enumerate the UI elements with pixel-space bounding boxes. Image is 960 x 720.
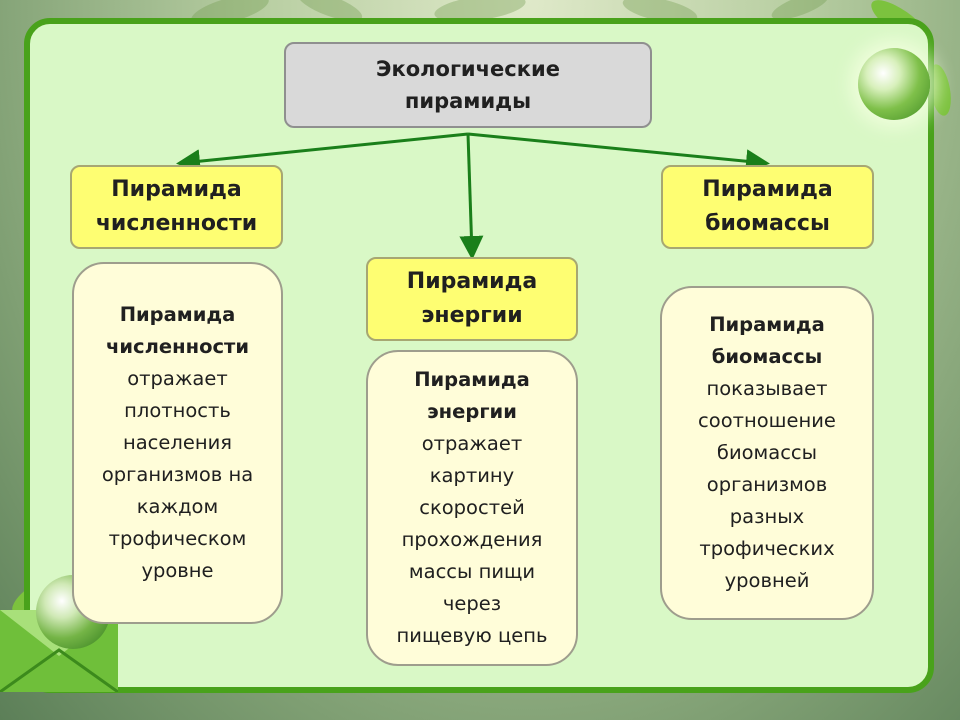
description-line: соотношение: [698, 409, 836, 432]
description-line: каждом: [136, 495, 219, 518]
description-lead: численности: [106, 335, 249, 358]
description-line: отражает: [127, 367, 228, 390]
description-biomass-pyramid: Пирамида биомассы показывает соотношение…: [660, 286, 874, 620]
description-line: уровне: [141, 559, 214, 582]
description-lead: Пирамида: [414, 368, 530, 391]
category-label: Пирамида: [702, 177, 833, 202]
description-line: организмов на: [101, 463, 254, 486]
description-line: населения: [122, 431, 233, 454]
description-lead: энергии: [427, 400, 517, 423]
description-line: скоростей: [419, 496, 525, 519]
description-line: прохождения: [401, 528, 543, 551]
description-line: трофических: [699, 537, 835, 560]
description-line: плотность: [124, 399, 231, 422]
description-line: отражает: [421, 432, 523, 455]
category-label: Пирамида: [406, 269, 538, 294]
description-line: трофическом: [108, 527, 247, 550]
description-energy-pyramid: Пирамида энергии отражает картину скорос…: [366, 350, 578, 666]
category-numbers-pyramid: Пирамида численности: [70, 165, 283, 249]
category-energy-pyramid: Пирамида энергии: [366, 257, 578, 341]
description-line: через: [442, 592, 502, 615]
category-biomass-pyramid: Пирамида биомассы: [661, 165, 874, 249]
category-label: биомассы: [705, 211, 830, 236]
title-line-2: пирамиды: [404, 89, 532, 113]
category-label: энергии: [421, 303, 523, 328]
description-line: показывает: [706, 377, 828, 400]
description-numbers-pyramid: Пирамида численности отражает плотность …: [72, 262, 283, 624]
description-lead: Пирамида: [709, 313, 825, 336]
description-line: биомассы: [716, 441, 818, 464]
diagram-title: Экологические пирамиды: [284, 42, 652, 128]
description-line: разных: [729, 505, 805, 528]
description-line: массы пищи: [408, 560, 536, 583]
description-lead: биомассы: [711, 345, 823, 368]
description-lead: Пирамида: [119, 303, 236, 326]
description-line: картину: [429, 464, 515, 487]
category-label: Пирамида: [111, 177, 242, 202]
globe-icon: [858, 48, 930, 120]
description-line: уровней: [724, 569, 810, 592]
description-line: организмов: [706, 473, 828, 496]
description-line: пищевую цепь: [396, 624, 548, 647]
title-line-1: Экологические: [376, 57, 560, 81]
category-label: численности: [95, 211, 258, 236]
